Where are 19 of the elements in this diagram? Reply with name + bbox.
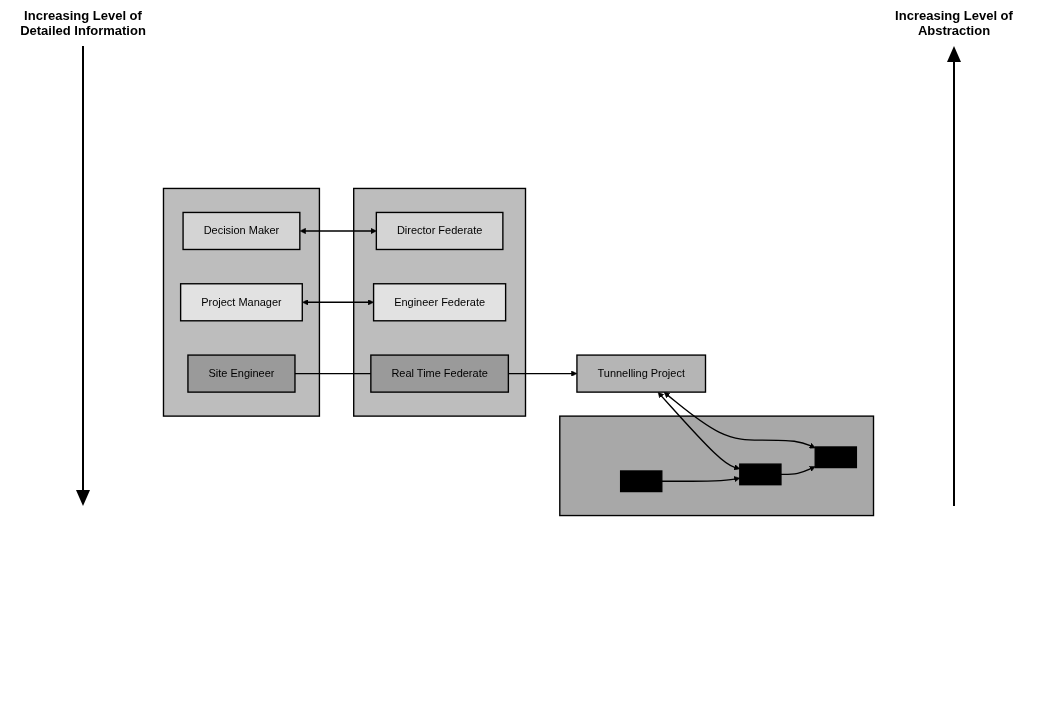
arrow <box>302 299 374 306</box>
axis-label: Increasing Level of Abstraction <box>894 8 1014 38</box>
arrow <box>663 392 816 449</box>
node-box <box>814 446 858 469</box>
cluster <box>162 187 321 417</box>
node-box: Engineer Federate <box>372 283 507 322</box>
arrow <box>780 466 816 476</box>
node-box: Real Time Federate <box>370 354 510 393</box>
node-box: Site Engineer <box>187 354 296 393</box>
cluster <box>353 187 527 417</box>
node-box: Project Manager <box>179 283 303 322</box>
node-box: Decision Maker <box>182 211 301 251</box>
node-box: Director Federate <box>375 211 504 251</box>
cluster <box>559 415 875 517</box>
node-box <box>619 470 663 493</box>
arrow <box>299 227 377 234</box>
axis-label: Increasing Level of Detailed Information <box>19 8 147 38</box>
node-box <box>739 463 782 486</box>
node-box: Tunnelling Project <box>576 354 707 393</box>
